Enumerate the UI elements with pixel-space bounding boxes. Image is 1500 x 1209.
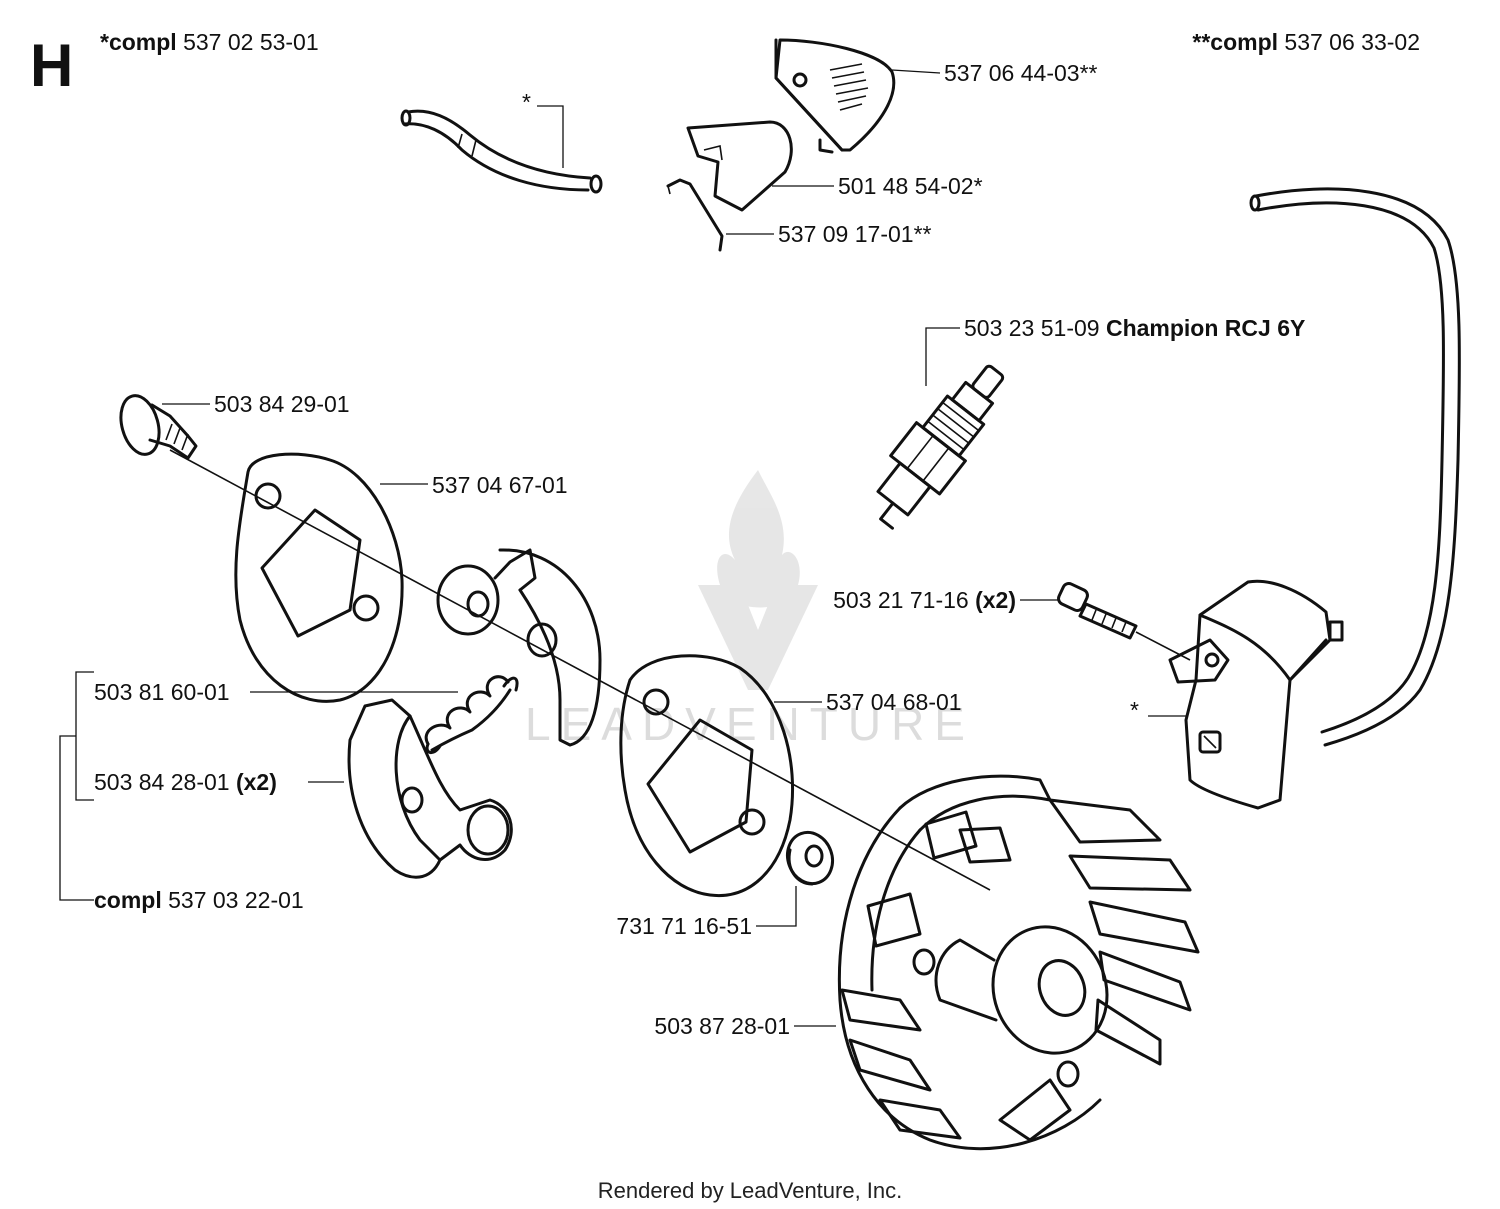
intake-hose	[400, 109, 603, 194]
label-5038428: 503 84 28-01 (x2)	[94, 769, 277, 795]
screw-number: 503 21 71-16	[833, 587, 969, 613]
section-letter: H	[30, 32, 73, 99]
clutch-plate-rear	[619, 654, 794, 898]
spark-number: 503 23 51-09	[964, 315, 1100, 341]
leader-5370644	[891, 69, 941, 74]
leader-7317116	[756, 886, 797, 927]
kit1-prefix: *compl	[100, 29, 177, 55]
flywheel	[837, 774, 1200, 1151]
label-5370467: 537 04 67-01	[432, 472, 568, 498]
kit1-label: *compl 537 02 53-01	[100, 29, 319, 55]
label-7317116: 731 71 16-51	[616, 913, 752, 939]
kit1-number: 537 02 53-01	[183, 29, 319, 55]
retaining-clip	[666, 178, 724, 252]
label-5038728: 503 87 28-01	[654, 1013, 790, 1039]
baffle-plate	[686, 120, 793, 212]
label-5014854: 501 48 54-02*	[838, 173, 983, 199]
screw-axis	[1135, 631, 1191, 661]
label-5038160: 503 81 60-01	[94, 679, 230, 705]
label-5370917: 537 09 17-01**	[778, 221, 932, 247]
ignition-star-label: *	[1130, 697, 1139, 723]
kit2-label: **compl 537 06 33-02	[1192, 29, 1420, 55]
shoulder-bolt	[119, 394, 198, 460]
watermark: LEADVENTURE	[525, 470, 975, 750]
bracket-outer	[59, 735, 94, 901]
spring-screw-number: 503 84 28-01	[94, 769, 230, 795]
flat-washer	[785, 830, 835, 886]
clutch-plate-front	[234, 452, 404, 703]
spark-name: Champion RCJ 6Y	[1106, 315, 1305, 341]
spring-screw-qty: (x2)	[236, 769, 277, 795]
watermark-flame-icon	[717, 470, 800, 608]
ignition-screw	[1057, 582, 1138, 640]
label-5038429: 503 84 29-01	[214, 391, 350, 417]
compl-number: 537 03 22-01	[168, 887, 304, 913]
bracket-inner	[75, 671, 94, 801]
kit2-number: 537 06 33-02	[1284, 29, 1420, 55]
label-5370468: 537 04 68-01	[826, 689, 962, 715]
footer-credit: Rendered by LeadVenture, Inc.	[598, 1178, 903, 1203]
kit2-prefix: **compl	[1192, 29, 1278, 55]
clutch-spring	[424, 675, 519, 754]
air-filter-cover	[774, 38, 896, 154]
clutch-shoe-upper	[436, 548, 602, 747]
ignition-lead	[1249, 187, 1461, 747]
label-5370644: 537 06 44-03**	[944, 60, 1098, 86]
spark-plug	[876, 364, 1005, 530]
watermark-text: LEADVENTURE	[525, 698, 975, 750]
hose-star-label: *	[522, 89, 531, 115]
label-5032171: 503 21 71-16 (x2)	[833, 587, 1016, 613]
label-compl: compl 537 03 22-01	[94, 887, 304, 913]
leader-spark	[925, 327, 960, 386]
ignition-module	[1168, 579, 1344, 810]
assembly-axis	[169, 449, 991, 891]
compl-prefix: compl	[94, 887, 162, 913]
clutch-shoe-lower	[347, 698, 513, 879]
screw-qty: (x2)	[975, 587, 1016, 613]
hose-leader	[537, 105, 564, 168]
label-spark: 503 23 51-09 Champion RCJ 6Y	[964, 315, 1305, 341]
watermark-v-icon	[698, 585, 818, 690]
